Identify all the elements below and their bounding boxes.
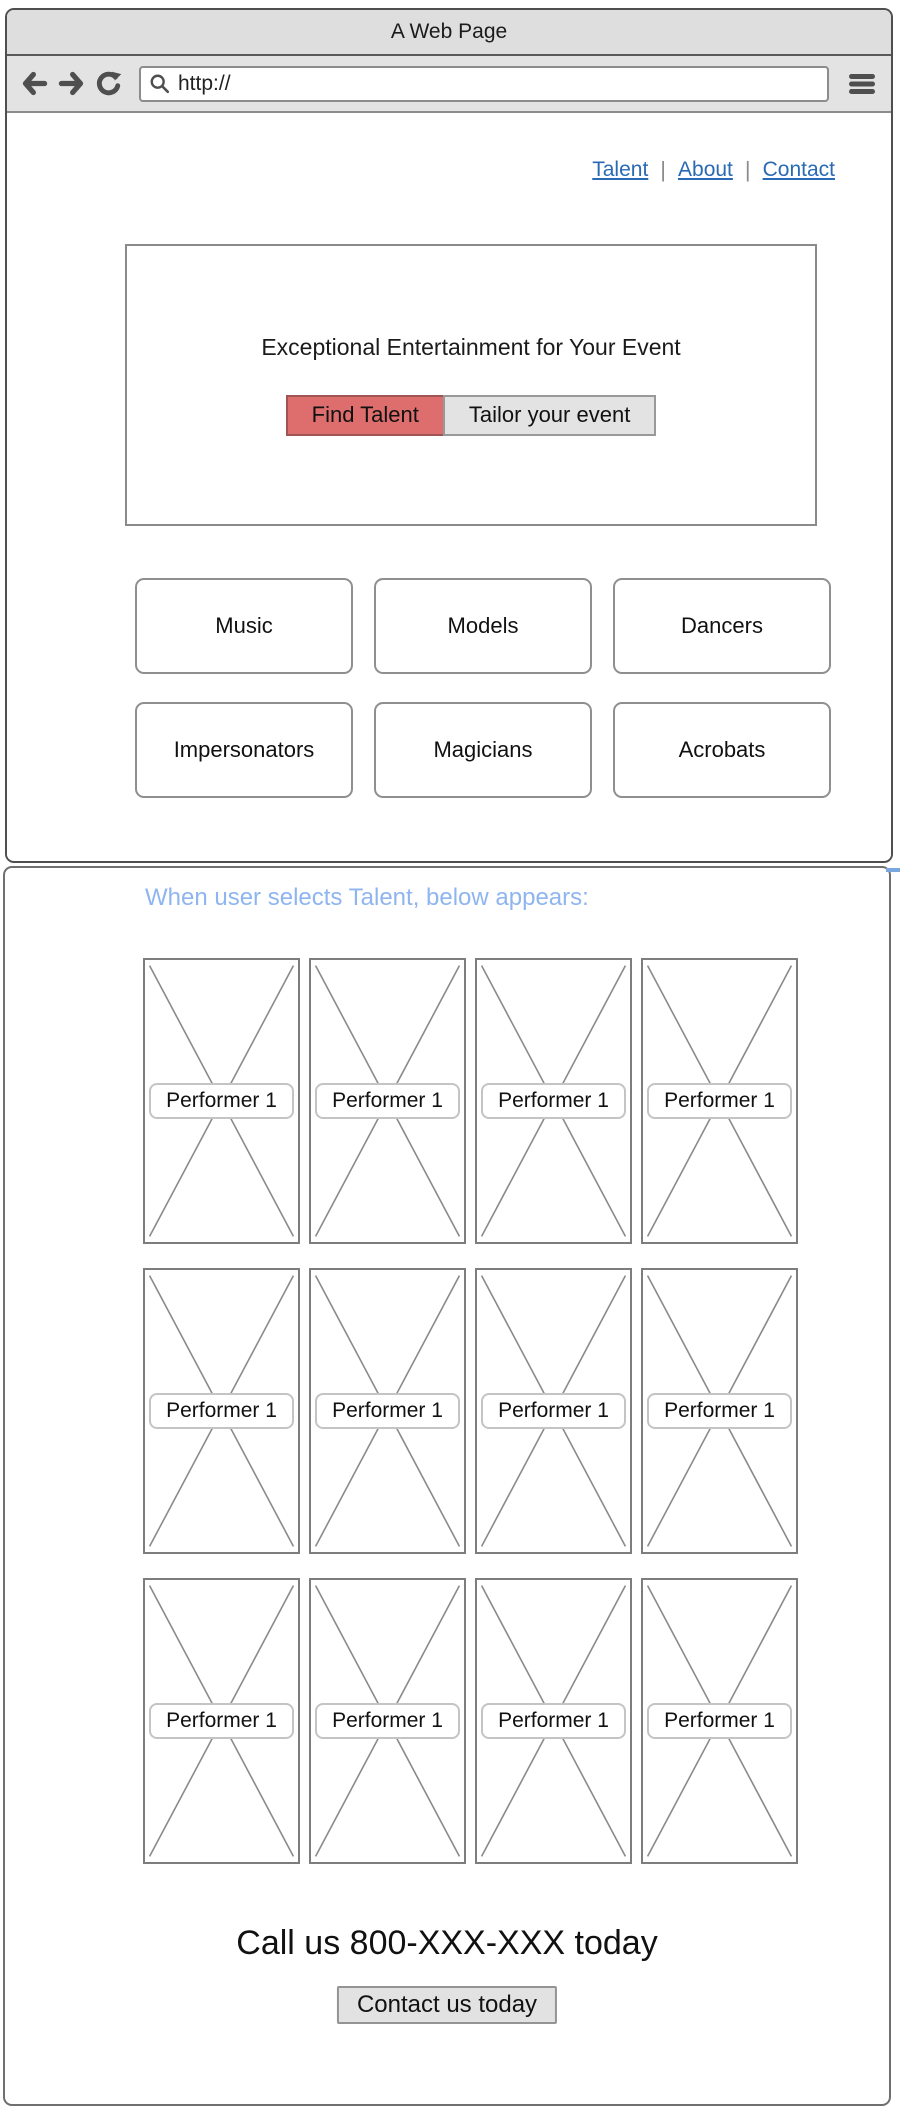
performer-card[interactable]: Performer 1 (143, 958, 300, 1244)
performer-card[interactable]: Performer 1 (641, 1268, 798, 1554)
back-icon[interactable] (21, 70, 48, 97)
top-nav: Talent | About | Contact (592, 157, 835, 183)
menu-icon[interactable] (847, 72, 877, 96)
performer-card[interactable]: Performer 1 (475, 958, 632, 1244)
talent-results-panel: When user selects Talent, below appears:… (3, 866, 891, 2106)
search-icon (150, 74, 170, 93)
performer-label[interactable]: Performer 1 (481, 1703, 626, 1739)
url-text: http:// (178, 71, 231, 95)
performer-card[interactable]: Performer 1 (143, 1268, 300, 1554)
nav-link-talent[interactable]: Talent (592, 158, 649, 181)
phone-heading: Call us 800-XXX-XXX today (236, 1924, 658, 1962)
performer-label[interactable]: Performer 1 (647, 1083, 792, 1119)
performer-label[interactable]: Performer 1 (149, 1083, 294, 1119)
annotation-note: When user selects Talent, below appears: (145, 884, 589, 911)
performer-label[interactable]: Performer 1 (481, 1083, 626, 1119)
performer-label[interactable]: Performer 1 (647, 1393, 792, 1429)
category-button-acrobats[interactable]: Acrobats (613, 702, 831, 798)
category-button-magicians[interactable]: Magicians (374, 702, 592, 798)
performer-label[interactable]: Performer 1 (149, 1393, 294, 1429)
refresh-icon[interactable] (95, 70, 123, 98)
performer-card[interactable]: Performer 1 (143, 1578, 300, 1864)
performer-card[interactable]: Performer 1 (309, 1268, 466, 1554)
performer-label[interactable]: Performer 1 (149, 1703, 294, 1739)
performer-card[interactable]: Performer 1 (309, 1578, 466, 1864)
category-button-dancers[interactable]: Dancers (613, 578, 831, 674)
performer-grid: Performer 1 Performer 1 Performer 1 (143, 958, 798, 1864)
performer-card[interactable]: Performer 1 (641, 958, 798, 1244)
browser-content: Talent | About | Contact Exceptional Ent… (7, 113, 891, 859)
performer-card[interactable]: Performer 1 (475, 1578, 632, 1864)
hero-heading: Exceptional Entertainment for Your Event (261, 334, 681, 361)
category-button-impersonators[interactable]: Impersonators (135, 702, 353, 798)
nav-divider: | (744, 157, 751, 182)
performer-label[interactable]: Performer 1 (315, 1083, 460, 1119)
performer-card[interactable]: Performer 1 (641, 1578, 798, 1864)
category-grid: Music Models Dancers Impersonators Magic… (135, 578, 831, 798)
nav-divider: | (660, 157, 667, 182)
performer-label[interactable]: Performer 1 (481, 1393, 626, 1429)
nav-link-contact[interactable]: Contact (762, 158, 835, 181)
nav-link-about[interactable]: About (678, 158, 733, 181)
performer-card[interactable]: Performer 1 (309, 958, 466, 1244)
hero-button-group: Find Talent Tailor your event (285, 395, 657, 436)
category-button-music[interactable]: Music (135, 578, 353, 674)
performer-label[interactable]: Performer 1 (647, 1703, 792, 1739)
browser-titlebar: A Web Page (7, 10, 891, 56)
annotation-marker (886, 868, 900, 872)
contact-button[interactable]: Contact us today (336, 1986, 558, 2024)
window-title: A Web Page (390, 20, 508, 43)
performer-label[interactable]: Performer 1 (315, 1703, 460, 1739)
browser-window: A Web Page http:// (5, 8, 893, 863)
hero-box: Exceptional Entertainment for Your Event… (125, 244, 817, 526)
category-button-models[interactable]: Models (374, 578, 592, 674)
find-talent-button[interactable]: Find Talent (285, 395, 445, 436)
url-bar[interactable]: http:// (139, 65, 829, 102)
tailor-event-button[interactable]: Tailor your event (442, 395, 657, 436)
browser-toolbar: http:// (7, 56, 891, 113)
performer-label[interactable]: Performer 1 (315, 1393, 460, 1429)
forward-icon[interactable] (58, 70, 85, 97)
performer-card[interactable]: Performer 1 (475, 1268, 632, 1554)
